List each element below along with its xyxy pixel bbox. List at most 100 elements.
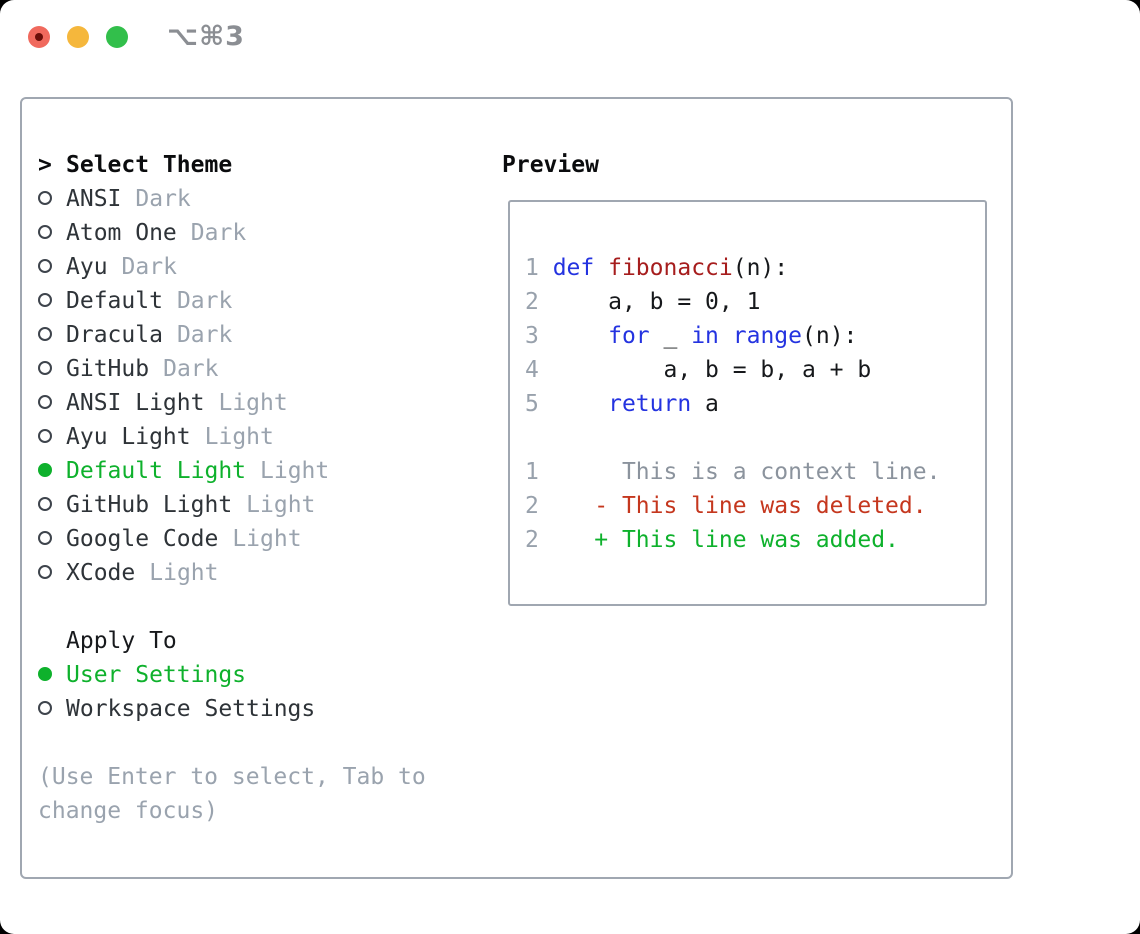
code-token-text	[594, 255, 608, 281]
theme-name: Ayu Light	[66, 424, 191, 450]
theme-name: ANSI Light	[66, 390, 205, 416]
apply-option[interactable]: User Settings	[38, 658, 426, 692]
code-token-text: _	[649, 323, 692, 349]
theme-variant: Dark	[190, 220, 247, 246]
theme-option[interactable]: Google Code Light	[38, 522, 426, 556]
theme-variant: Light	[149, 560, 219, 586]
theme-name: Atom One	[66, 220, 177, 246]
apply-option-label: User Settings	[66, 662, 247, 688]
line-number: 3	[525, 323, 553, 349]
theme-option[interactable]: Default Dark	[38, 284, 426, 318]
code-line: 2 - This line was deleted.	[525, 489, 985, 523]
radio-icon	[38, 496, 52, 511]
radio-icon	[38, 258, 52, 273]
code-token-deleted: - This line was deleted.	[552, 493, 927, 519]
radio-icon	[38, 292, 52, 307]
code-token-keyword: for	[608, 323, 650, 349]
apply-option-label: Workspace Settings	[66, 696, 316, 722]
code-token-text: a	[691, 391, 719, 417]
code-token-keyword: return	[608, 391, 692, 417]
code-token-text	[553, 391, 608, 417]
theme-variant: Dark	[163, 356, 219, 382]
select-theme-title: Select Theme	[66, 152, 233, 178]
code-line: 5 return a	[525, 387, 985, 421]
close-dot-icon	[35, 33, 43, 41]
theme-variant: Dark	[135, 186, 191, 212]
line-number: 4	[525, 357, 553, 383]
code-token-keyword: in	[691, 323, 719, 349]
hint-line: change focus)	[38, 798, 219, 824]
theme-name: XCode	[66, 560, 136, 586]
close-button[interactable]	[28, 26, 50, 48]
code-line: 1 This is a context line.	[525, 455, 985, 489]
code-token-text: a, b = b, a + b	[552, 357, 872, 383]
line-number: 1	[525, 459, 553, 485]
theme-option[interactable]: Atom One Dark	[38, 216, 426, 250]
cursor-icon: >	[38, 152, 52, 178]
code-token-added: + This line was added.	[552, 527, 899, 553]
theme-name: ANSI	[66, 186, 122, 212]
code-token-text	[719, 323, 733, 349]
theme-name: GitHub	[66, 356, 150, 382]
minimize-button[interactable]	[67, 26, 89, 48]
theme-option[interactable]: ANSI Light Light	[38, 386, 426, 420]
theme-name: GitHub Light	[66, 492, 233, 518]
theme-name: Default	[66, 288, 163, 314]
select-theme-header: > Select Theme	[38, 148, 426, 182]
blank-line	[525, 421, 985, 455]
code-token-context: This is a context line.	[552, 459, 941, 485]
theme-variant: Light	[232, 526, 302, 552]
hint-line: (Use Enter to select, Tab to	[38, 764, 426, 790]
theme-name: Dracula	[66, 322, 163, 348]
line-number: 2	[525, 527, 553, 553]
radio-icon	[38, 428, 52, 443]
preview-title: Preview	[502, 152, 599, 178]
theme-option[interactable]: GitHub Dark	[38, 352, 426, 386]
spacer	[38, 726, 426, 760]
code-line: 2 a, b = 0, 1	[525, 285, 985, 319]
radio-icon	[38, 360, 52, 375]
code-token-keyword: range	[732, 323, 802, 349]
radio-icon	[38, 666, 52, 681]
line-number: 5	[525, 391, 553, 417]
radio-icon	[38, 564, 52, 579]
theme-variant: Light	[218, 390, 288, 416]
radio-icon	[38, 326, 52, 341]
theme-variant: Dark	[176, 288, 233, 314]
apply-to-header: Apply To	[66, 628, 177, 654]
zoom-button[interactable]	[106, 26, 128, 48]
code-line: 2 + This line was added.	[525, 523, 985, 557]
code-token-text: a, b = 0, 1	[552, 289, 761, 315]
theme-name: Ayu	[66, 254, 108, 280]
line-number: 2	[525, 493, 553, 519]
radio-icon	[38, 394, 52, 409]
radio-icon	[38, 462, 52, 477]
spacer	[38, 590, 426, 624]
theme-option[interactable]: Dracula Dark	[38, 318, 426, 352]
code-token-keyword: def	[552, 255, 595, 281]
code-line: 4 a, b = b, a + b	[525, 353, 985, 387]
radio-icon	[38, 700, 52, 715]
keyboard-hint: (Use Enter to select, Tab to change focus…	[38, 760, 426, 828]
theme-option[interactable]: ANSI Dark	[38, 182, 426, 216]
apply-option[interactable]: Workspace Settings	[38, 692, 426, 726]
code-token-text: (n):	[732, 255, 789, 281]
code-token-function: fibonacci	[608, 255, 733, 281]
line-number: 1	[525, 255, 553, 281]
radio-icon	[38, 224, 52, 239]
theme-option[interactable]: XCode Light	[38, 556, 426, 590]
window-title-shortcut: ⌥⌘3	[167, 21, 245, 52]
theme-name: Google Code	[66, 526, 219, 552]
radio-icon	[38, 530, 52, 545]
theme-variant: Dark	[176, 322, 233, 348]
